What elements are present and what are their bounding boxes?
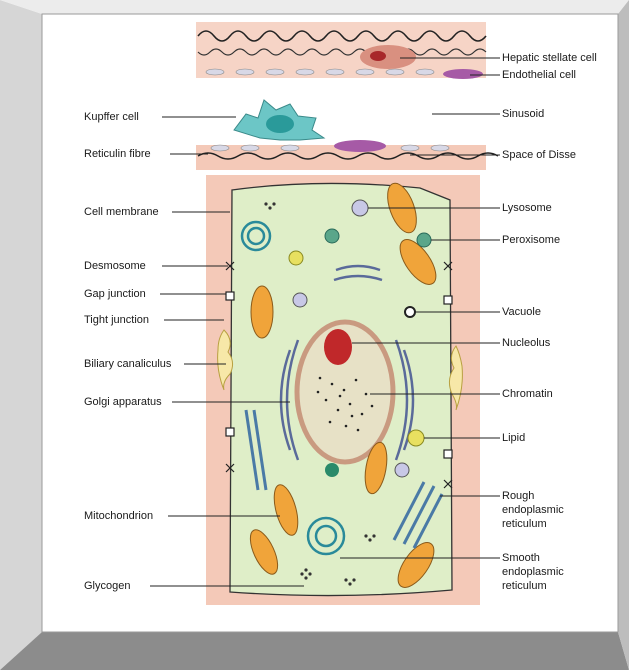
top-endothelial-cell	[443, 69, 483, 79]
label-kupffer-cell: Kupffer cell	[84, 111, 139, 124]
kupffer-nucleus	[266, 115, 294, 133]
peroxisome-2	[325, 229, 339, 243]
label-rough-er-3: reticulum	[502, 518, 547, 531]
label-smooth-er-2: endoplasmic	[502, 566, 564, 579]
frame-bevel-right	[618, 0, 629, 670]
frame-bevel-left	[0, 0, 42, 670]
frame-bevel-top	[0, 0, 629, 14]
vacuole	[405, 307, 415, 317]
lysosome	[352, 200, 368, 216]
label-desmosome: Desmosome	[84, 260, 146, 273]
label-lipid: Lipid	[502, 432, 525, 445]
label-smooth-er-1: Smooth	[502, 552, 540, 565]
label-cell-membrane: Cell membrane	[84, 206, 159, 219]
label-sinusoid: Sinusoid	[502, 108, 544, 121]
label-endothelial-cell: Endothelial cell	[502, 69, 576, 82]
label-golgi-apparatus: Golgi apparatus	[84, 396, 162, 409]
label-glycogen: Glycogen	[84, 580, 130, 593]
small-lysosome-2	[395, 463, 409, 477]
stellate-cell	[360, 45, 416, 69]
label-nucleolus: Nucleolus	[502, 337, 550, 350]
lipid	[408, 430, 424, 446]
label-tight-junction: Tight junction	[84, 314, 149, 327]
label-chromatin: Chromatin	[502, 388, 553, 401]
label-rough-er-1: Rough	[502, 490, 534, 503]
label-biliary-canaliculus: Biliary canaliculus	[84, 358, 171, 371]
lipid-2	[289, 251, 303, 265]
label-rough-er-2: endoplasmic	[502, 504, 564, 517]
stellate-nucleus	[370, 51, 386, 61]
label-vacuole: Vacuole	[502, 306, 541, 319]
frame-bevel-bottom	[0, 632, 629, 670]
green-vesicle	[325, 463, 339, 477]
label-gap-junction: Gap junction	[84, 288, 146, 301]
label-mitochondrion: Mitochondrion	[84, 510, 153, 523]
peroxisome	[417, 233, 431, 247]
small-lysosome	[293, 293, 307, 307]
label-peroxisome: Peroxisome	[502, 234, 560, 247]
label-lysosome: Lysosome	[502, 202, 552, 215]
nucleolus	[324, 329, 352, 365]
endothelial-cell-mid	[334, 140, 386, 152]
label-smooth-er-3: reticulum	[502, 580, 547, 593]
label-hepatic-stellate-cell: Hepatic stellate cell	[502, 52, 597, 65]
label-reticulin-fibre: Reticulin fibre	[84, 148, 151, 161]
label-space-of-disse: Space of Disse	[502, 149, 576, 162]
